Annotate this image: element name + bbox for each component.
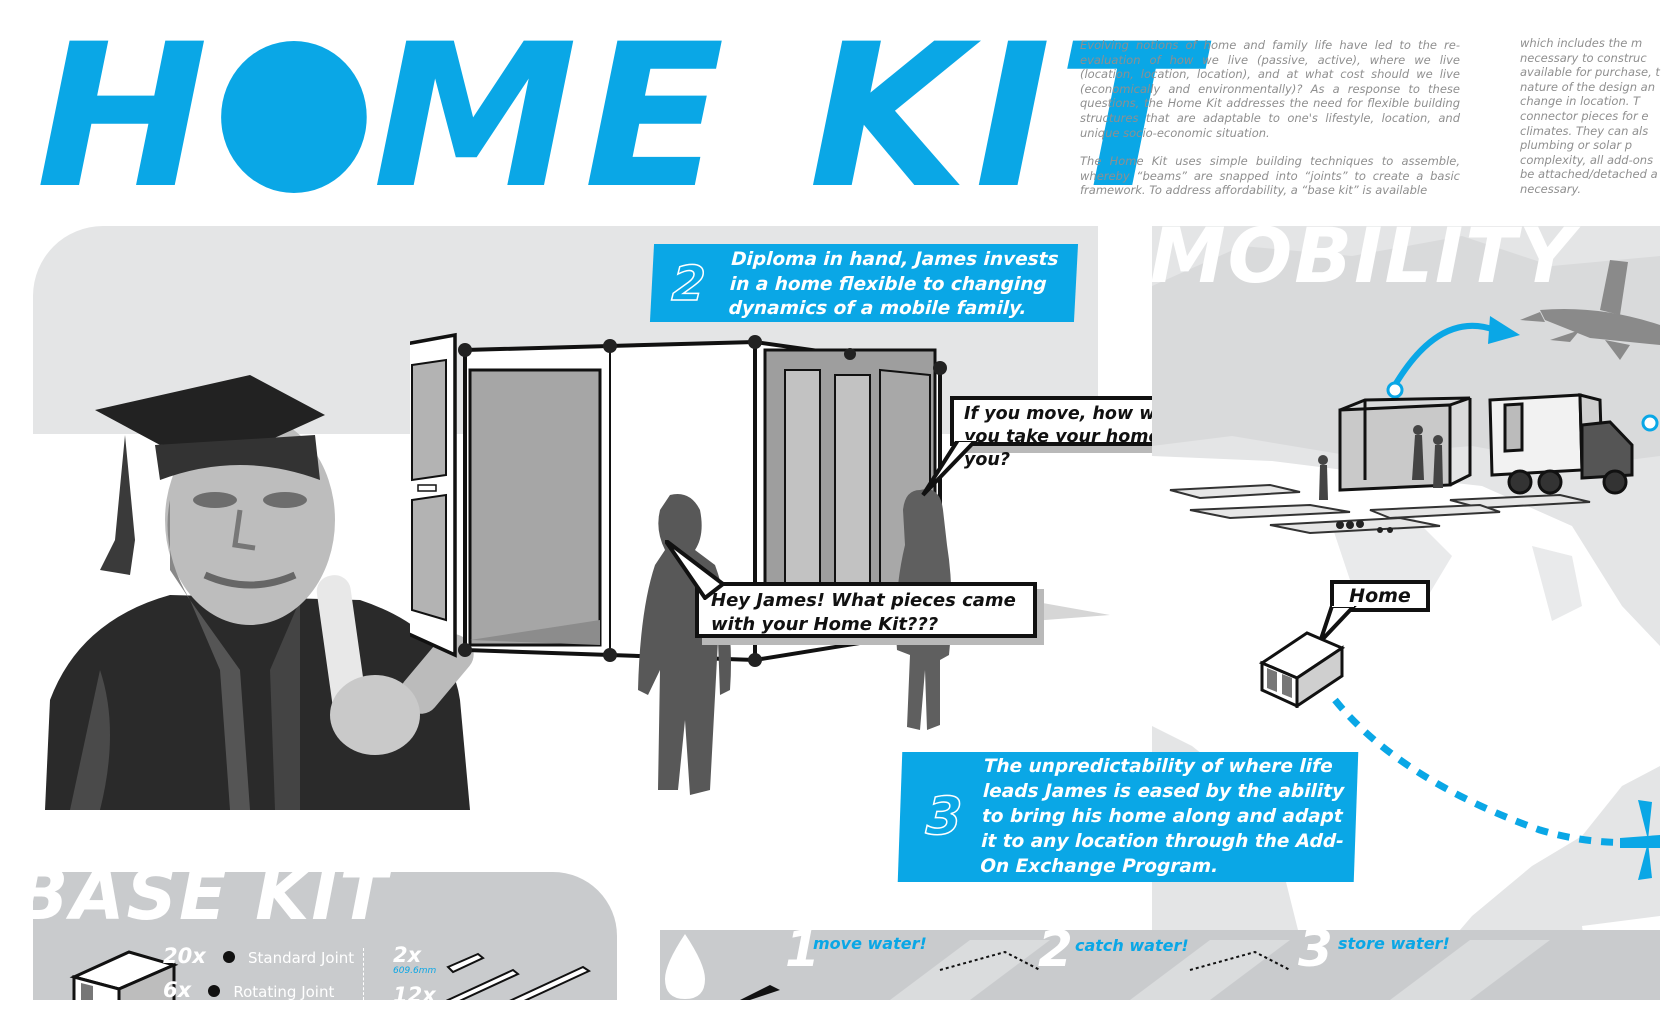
intro-col2-line: be attached/detached a: [1520, 167, 1658, 182]
water-step-number: 2: [1038, 930, 1073, 978]
home-module-map-icon: [1258, 631, 1346, 708]
water-step-number: 3: [1298, 930, 1333, 978]
route-end-marker: [1641, 414, 1659, 432]
step-3-caption: 3 The unpredictability of where life lea…: [897, 752, 1359, 882]
item-name: Rotating Joint: [233, 983, 335, 1000]
intro-column-2: which includes the m necessary to constr…: [1520, 36, 1680, 197]
bubble-pieces-tail: [665, 540, 725, 600]
intro-paragraph-1: Evolving notions of home and family life…: [1080, 38, 1460, 140]
flat-panels: [1169, 483, 1591, 535]
intro-column-1: Evolving notions of home and family life…: [1080, 38, 1460, 198]
water-drop-icon: [665, 934, 705, 999]
water-step-2: 2: [1038, 930, 1073, 974]
beam-size: 609.6mm: [393, 966, 437, 976]
module-joints: [458, 335, 947, 667]
woman-silhouette: [638, 494, 731, 795]
intro-col2-line: necessary.: [1520, 181, 1582, 196]
title-rest: ME KIT: [372, 1, 1205, 232]
base-kit-beam-long: 12x: [393, 984, 436, 1000]
base-kit-module-icon: [69, 950, 179, 1000]
step-2-text: Diploma in hand, James invests in a home…: [728, 249, 1060, 319]
mortarboard-cap: [95, 375, 325, 575]
beam-qty: 12x: [393, 983, 436, 1000]
move-arrow: [1386, 316, 1520, 399]
item-qty: 6x: [163, 978, 192, 1000]
beam-pieces-icon: [446, 952, 592, 1000]
home-label-text: Home: [1349, 585, 1411, 607]
water-step-2-label: catch water!: [1075, 936, 1189, 955]
title-o-circle: [220, 41, 367, 193]
divider-dotted: [363, 948, 364, 1000]
water-panel-diagonals: [740, 940, 1550, 1000]
graduate-illustration: [45, 375, 474, 810]
step-2-number: 2: [670, 255, 708, 313]
intro-col2-line: change in location. T: [1520, 94, 1641, 109]
beam-qty: 2x: [393, 943, 422, 967]
open-door-leaf: [410, 332, 457, 658]
base-kit-item-standard-joint: 20x Standard Joint: [163, 944, 354, 968]
blue-plane-icon: [1620, 800, 1660, 880]
water-step-3-label: store water!: [1338, 934, 1450, 953]
assembled-frame: [1338, 396, 1472, 492]
joint-pieces: [1336, 520, 1393, 533]
base-kit-item-rotating-joint: 6x Rotating Joint: [163, 978, 334, 1000]
step-2-caption: 2 Diploma in hand, James invests in a ho…: [649, 244, 1079, 322]
base-kit-beam-short: 2x 609.6mm: [393, 944, 436, 976]
intro-col2-line: nature of the design an: [1520, 79, 1656, 94]
speech-bubble-pieces: Hey James! What pieces came with your Ho…: [695, 582, 1037, 638]
step-3-text: The unpredictability of where life leads…: [979, 756, 1345, 877]
water-step-1-label: move water!: [813, 934, 927, 953]
map-background: [1152, 236, 1660, 996]
door-opening: [468, 368, 602, 647]
airplane-icon: [1520, 260, 1660, 360]
item-name: Standard Joint: [247, 949, 355, 967]
truck-icon: [1488, 393, 1634, 495]
intro-col2-line: connector pieces for e: [1520, 108, 1649, 123]
rotating-joint-icon: [208, 985, 221, 997]
joint-icon: [222, 951, 235, 963]
intro-col2-line: climates. They can als: [1520, 123, 1649, 138]
intro-col2-line: plumbing or solar p: [1520, 138, 1633, 153]
step-3-number: 3: [924, 786, 964, 848]
base-kit-heading: BASE KIT: [33, 872, 390, 936]
mobility-heading: MOBILITY: [1150, 211, 1577, 300]
water-step-1: 1: [785, 930, 820, 974]
bubble-move-tail: [921, 440, 978, 497]
intro-paragraph-2: The Home Kit uses simple building techni…: [1080, 154, 1460, 198]
mobility-illustration: [1169, 260, 1660, 535]
people-small: [1318, 425, 1443, 500]
silhouette-shape: [638, 494, 731, 795]
bubble-move-text: If you move, how will you take your home…: [964, 404, 1210, 470]
dashed-route-line: [1332, 697, 1641, 846]
intro-col2-line: which includes the m: [1520, 36, 1643, 50]
water-step-number: 1: [785, 930, 820, 978]
water-step-3: 3: [1298, 930, 1333, 974]
intro-col2-line: complexity, all add-ons: [1520, 152, 1654, 167]
gown-body: [45, 595, 470, 810]
bubble-pieces-text: Hey James! What pieces came with your Ho…: [711, 590, 1016, 635]
travel-route: [1332, 697, 1660, 880]
intro-col2-line: available for purchase, t: [1520, 65, 1660, 80]
intro-col2-line: necessary to construc: [1520, 50, 1647, 65]
home-label-tail: [1318, 606, 1357, 644]
item-qty: 20x: [163, 944, 206, 968]
title-letter-h: H: [36, 1, 215, 232]
water-panel: 1 move water! 2 catch water! 3 store wat…: [660, 930, 1660, 1000]
base-kit-panel: BASE KIT 20x Standard Joint 6x Rotating …: [33, 872, 617, 1000]
